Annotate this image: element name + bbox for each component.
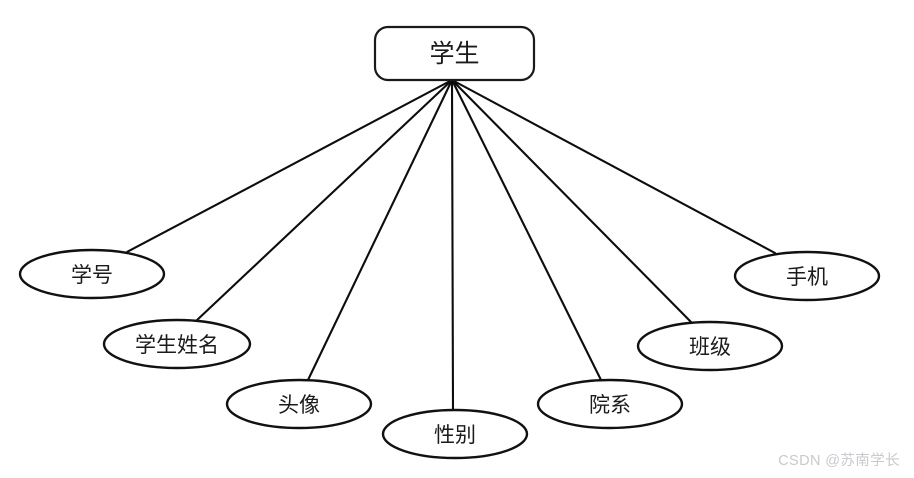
connector-line-touxiang [306,78,454,382]
attribute-label-touxiang: 头像 [278,393,320,417]
attribute-node-yuanxi[interactable]: 院系 [536,378,684,430]
attribute-ellipse-banji[interactable] [636,320,784,372]
entity-student-box[interactable] [373,25,536,82]
connector-line-shouji [450,78,777,255]
attribute-label-xuehao: 学号 [71,263,113,287]
attribute-node-touxiang[interactable]: 头像 [225,378,373,430]
entity-student-label: 学生 [429,40,479,68]
attribute-node-xuehao[interactable]: 学号 [18,248,166,300]
attribute-label-xingbie: 性别 [434,423,476,447]
attribute-label-yuanxi: 院系 [589,393,631,417]
attribute-ellipse-touxiang[interactable] [225,378,373,430]
attribute-ellipse-xingbie[interactable] [381,408,529,460]
attribute-label-shouji: 手机 [786,265,828,289]
attribute-node-banji[interactable]: 班级 [636,320,784,372]
attribute-node-shouji[interactable]: 手机 [733,250,881,302]
connector-line-banji [450,78,694,325]
connector-line-xuehao [125,78,454,254]
attribute-node-xuesheng-xingming[interactable]: 学生姓名 [102,318,252,370]
attribute-ellipse-xuehao[interactable] [18,248,166,300]
attribute-label-xuesheng-xingming: 学生姓名 [135,333,219,357]
connector-lines [125,78,777,412]
connector-line-xingbie [450,78,455,412]
attribute-ellipse-xuesheng-xingming[interactable] [102,318,252,370]
watermark-label: CSDN @苏南学长 [778,453,900,469]
entity-student[interactable]: 学生 [373,25,536,82]
attribute-label-banji: 班级 [689,335,731,359]
connector-line-xuesheng-xingming [194,78,454,323]
attribute-node-xingbie[interactable]: 性别 [381,408,529,460]
attribute-ellipse-shouji[interactable] [733,250,881,302]
connector-line-yuanxi [450,78,603,382]
attribute-ellipse-yuanxi[interactable] [536,378,684,430]
